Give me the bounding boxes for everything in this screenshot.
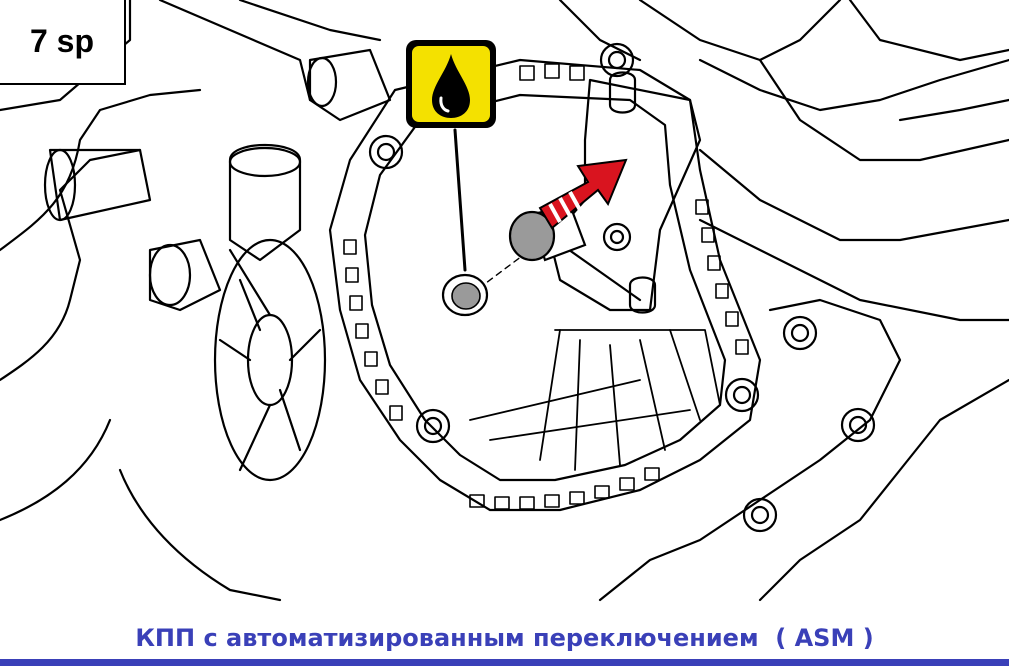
oil-filler-plug — [441, 273, 489, 317]
gear-count-label: 7 sp — [0, 0, 126, 85]
diagram-caption: КПП с автоматизированным переключением (… — [135, 624, 874, 652]
transmission-housing — [0, 0, 1009, 602]
check-plug — [508, 203, 587, 262]
oil-plug-leader — [453, 128, 531, 296]
caption-underline — [0, 659, 1009, 666]
oil-level-badge — [406, 40, 496, 128]
cover-plate — [328, 58, 762, 512]
removal-direction-arrow — [538, 158, 628, 230]
cover-bolts — [368, 42, 876, 533]
